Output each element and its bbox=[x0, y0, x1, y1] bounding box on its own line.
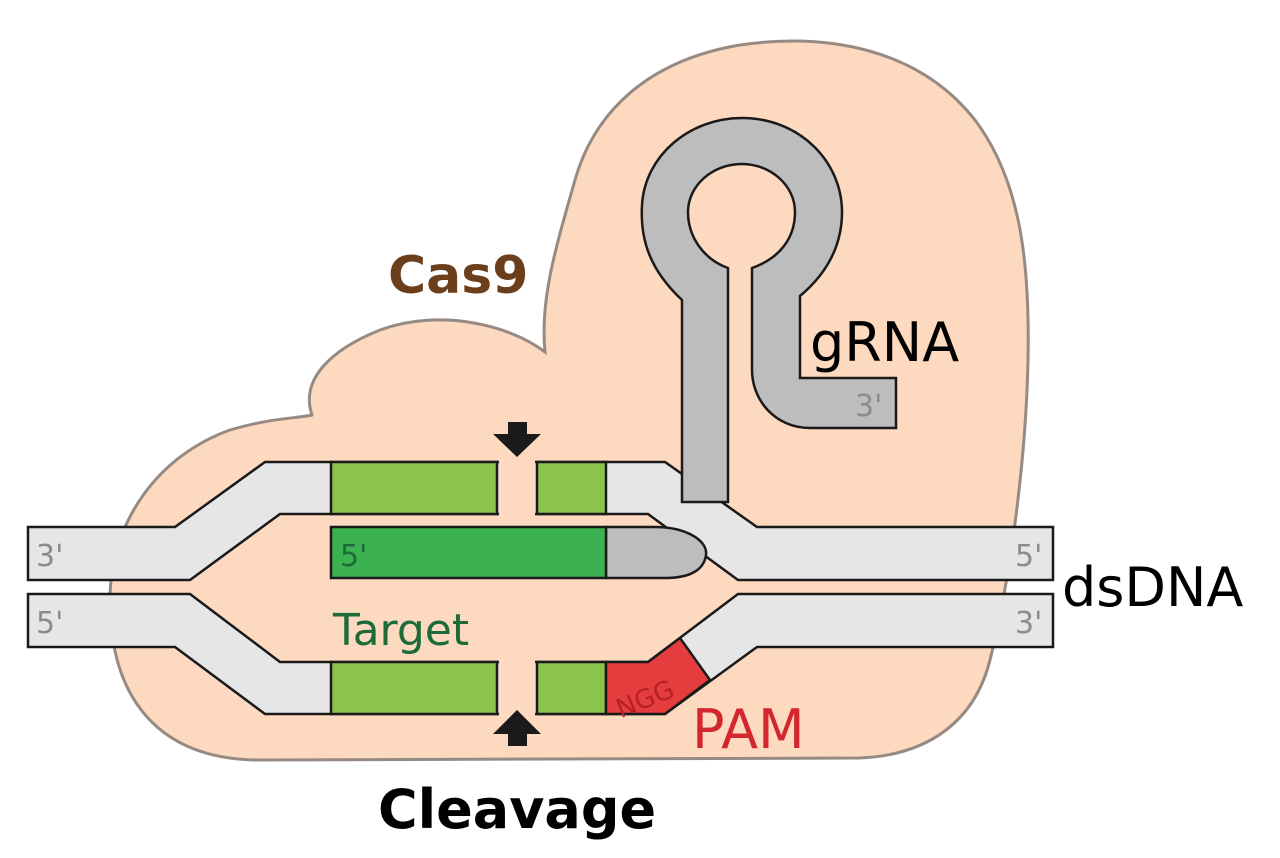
top-left-end-label: 3' bbox=[36, 539, 63, 574]
bottom-cleavage-gap bbox=[499, 660, 535, 716]
top-target-right-block bbox=[535, 460, 608, 516]
pam-segment bbox=[604, 636, 712, 716]
top-cleavage-gap bbox=[499, 460, 535, 516]
top-target-left-block bbox=[329, 460, 499, 516]
cleavage-label: Cleavage bbox=[378, 778, 656, 841]
dsdna-label: dsDNA bbox=[1062, 556, 1243, 619]
cas9-label: Cas9 bbox=[388, 246, 528, 306]
bottom-left-end-label: 5' bbox=[36, 606, 63, 641]
grna-3prime-label: 3' bbox=[855, 389, 882, 424]
target-label: Target bbox=[332, 605, 469, 656]
arrow-up-icon bbox=[493, 710, 541, 746]
bottom-dna-strand bbox=[26, 592, 1055, 716]
bottom-target-right-block bbox=[535, 660, 608, 716]
grna-label: gRNA bbox=[810, 311, 959, 374]
spacer-5prime-label: 5' bbox=[340, 539, 367, 574]
bottom-right-end-label: 3' bbox=[1015, 606, 1042, 641]
bottom-target-left-block bbox=[329, 660, 499, 716]
top-right-end-label: 5' bbox=[1015, 539, 1042, 574]
grna-hairpin bbox=[640, 116, 898, 504]
grna-spacer-segment bbox=[329, 525, 608, 580]
top-dna-strand bbox=[26, 460, 1055, 582]
arrow-down-icon bbox=[493, 422, 541, 457]
pam-label: PAM bbox=[692, 698, 805, 761]
grna-spacer-tail bbox=[604, 525, 708, 580]
